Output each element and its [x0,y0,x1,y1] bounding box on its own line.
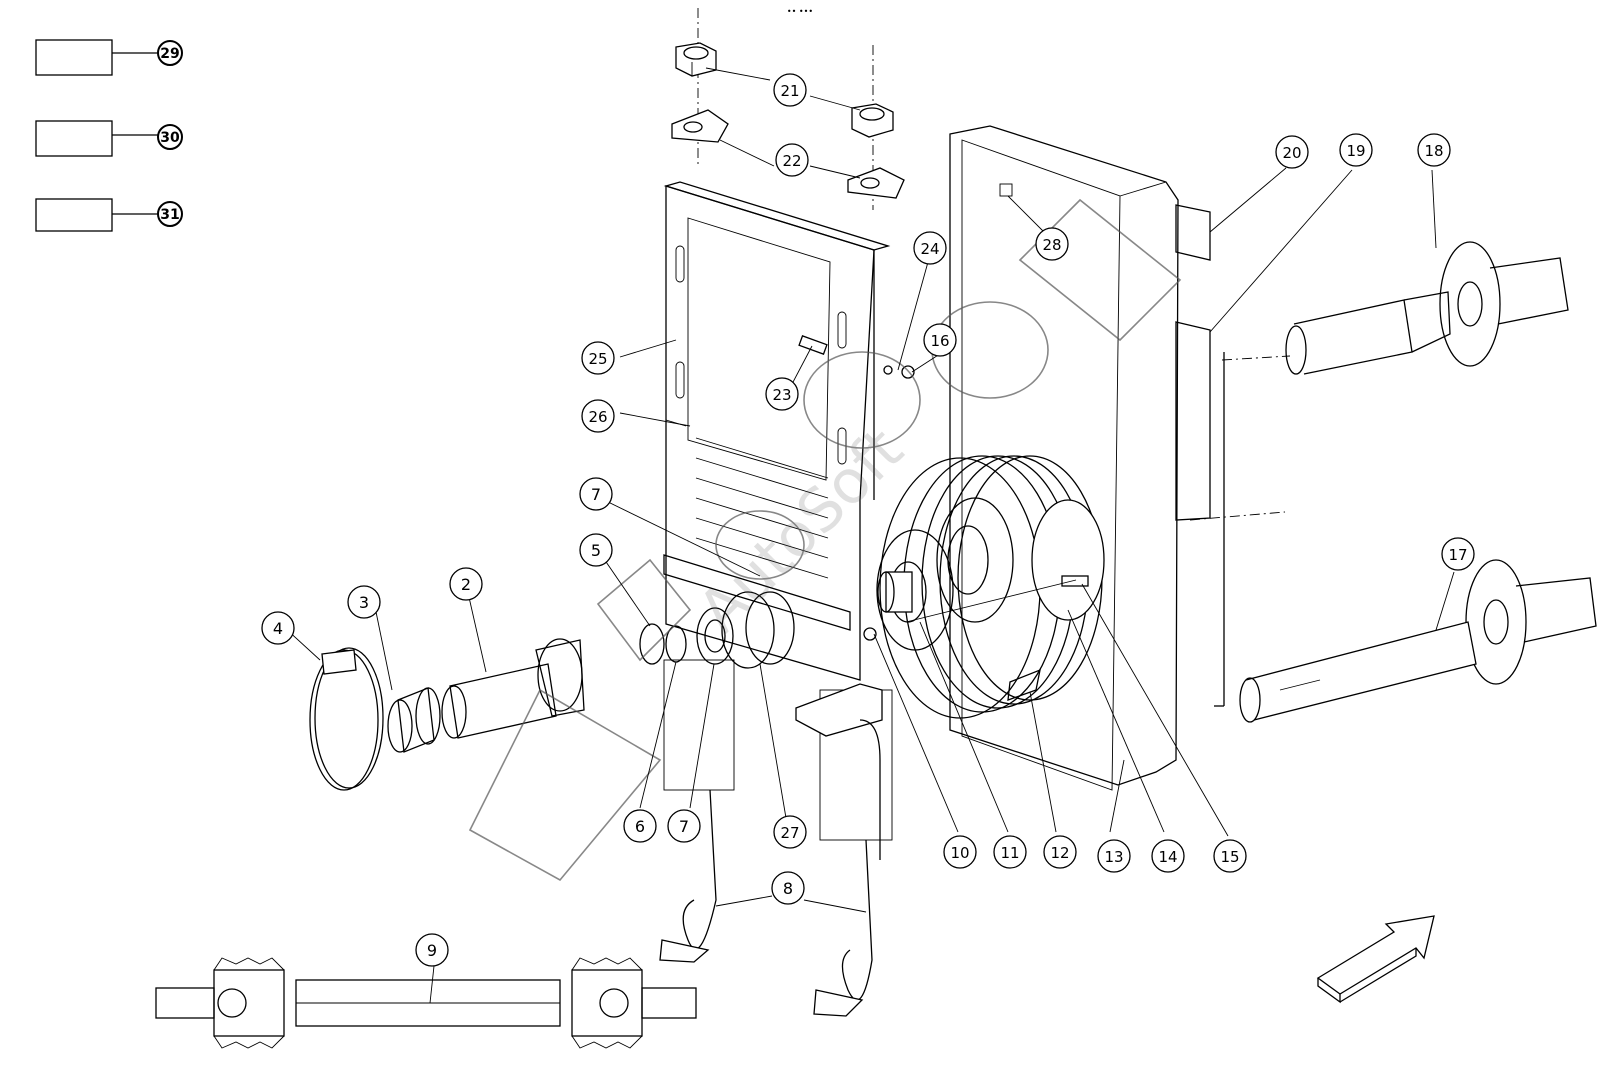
callout-21: 21 [773,73,807,107]
callout-11: 11 [993,835,1027,869]
callout-27: 27 [773,815,807,849]
hose-clamp [309,647,384,791]
callout-label: 4 [273,619,283,638]
callout-10: 10 [943,835,977,869]
callout-3: 3 [347,585,381,619]
hex-nut-right [851,103,894,138]
chain-guide [659,683,883,1017]
header-mark: •• ••• [787,7,813,16]
callout-13: 13 [1097,839,1131,873]
callout-label: 28 [1042,236,1061,254]
wedge-washer-left [671,109,729,143]
hex-nut-top [675,42,717,77]
cap [387,687,441,753]
callout-20: 20 [1275,135,1309,169]
legend-number: 31 [160,207,179,223]
legend-box-31: 31 [35,198,183,232]
legend-box-29: 29 [35,39,183,76]
callout-19: 19 [1339,133,1373,167]
callout-label: 24 [920,240,939,258]
legend-number: 29 [160,46,179,62]
callout-label: 21 [780,82,799,100]
callout-label: 7 [591,485,601,504]
callout-26: 26 [581,399,615,433]
callout-label: 3 [359,593,369,612]
callout-label: 12 [1050,844,1069,862]
side-disc [1031,499,1105,621]
callout-24: 24 [913,231,947,265]
callout-label: 26 [588,408,607,426]
callout-label: 17 [1448,546,1467,564]
legend-box-30: 30 [35,120,183,157]
arrow-icon [1316,915,1435,1004]
callout-label: 20 [1282,144,1301,162]
callout-7-lower: 7 [667,809,701,843]
callout-label: 10 [950,844,969,862]
callout-16: 16 [923,323,957,357]
wedge-washer-right [847,167,905,199]
callout-label: 13 [1104,848,1123,866]
shaft-2 [441,638,585,739]
callout-12: 12 [1043,835,1077,869]
shaft-17 [1239,559,1597,723]
callout-label: 2 [461,575,471,594]
callout-label: 11 [1000,844,1019,862]
callout-28: 28 [1035,227,1069,261]
callout-label: 15 [1220,848,1239,866]
callout-label: 5 [591,541,601,560]
driveshaft [155,957,697,1049]
shaft-18 [1285,241,1569,375]
callout-17: 17 [1441,537,1475,571]
callout-14: 14 [1151,839,1185,873]
legend-number: 30 [160,130,180,146]
callout-7-upper: 7 [579,477,613,511]
callout-label: 16 [930,332,949,350]
callout-2: 2 [449,567,483,601]
callout-label: 19 [1346,142,1365,160]
callout-label: 22 [782,152,801,170]
callout-8: 8 [771,871,805,905]
callout-label: 8 [783,879,793,898]
bolts [798,335,1089,641]
callout-6: 6 [623,809,657,843]
callout-4: 4 [261,611,295,645]
callout-label: 14 [1158,848,1177,866]
side-plates [1175,204,1225,707]
callout-22: 22 [775,143,809,177]
leader-lines [284,67,1455,1004]
callout-label: 27 [780,824,799,842]
callout-label: 9 [427,941,437,960]
callout-9: 9 [415,933,449,967]
front-cover [663,181,891,681]
callout-5: 5 [579,533,613,567]
callout-15: 15 [1213,839,1247,873]
callout-18: 18 [1417,133,1451,167]
callout-25: 25 [581,341,615,375]
callout-label: 23 [772,386,791,404]
callout-label: 7 [679,817,689,836]
callout-23: 23 [765,377,799,411]
callout-label: 6 [635,817,645,836]
callout-label: 25 [588,350,607,368]
callout-label: 18 [1424,142,1443,160]
